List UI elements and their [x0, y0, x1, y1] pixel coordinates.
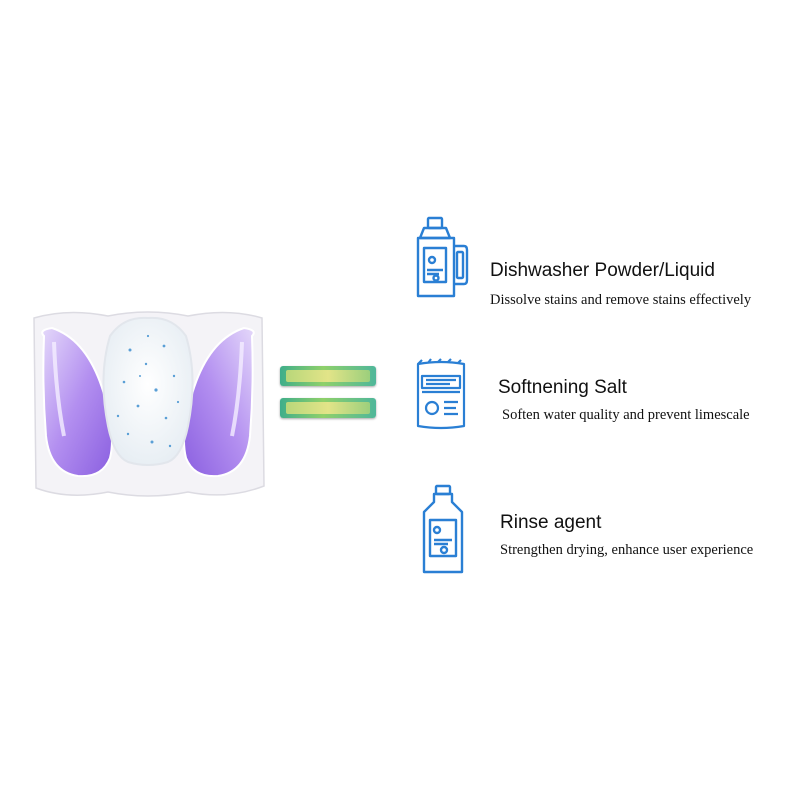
- equals-icon: [280, 366, 376, 422]
- item-title-detergent: Dishwasher Powder/Liquid: [490, 260, 715, 281]
- item-description-rinse: Strengthen drying, enhance user experien…: [500, 542, 754, 558]
- dishwasher-pod-image: [33, 311, 265, 497]
- item-title-rinse: Rinse agent: [500, 512, 602, 533]
- equals-bar-top: [280, 366, 376, 386]
- item-title-salt: Softnening Salt: [498, 377, 627, 398]
- item-description-detergent: Dissolve stains and remove stains effect…: [490, 292, 752, 308]
- rinse-bottle-icon: [422, 484, 464, 574]
- item-description-salt: Soften water quality and prevent limesca…: [502, 407, 750, 423]
- equals-bar-bottom: [280, 398, 376, 418]
- salt-bag-icon: [416, 358, 466, 430]
- detergent-bottle-icon: [416, 216, 469, 298]
